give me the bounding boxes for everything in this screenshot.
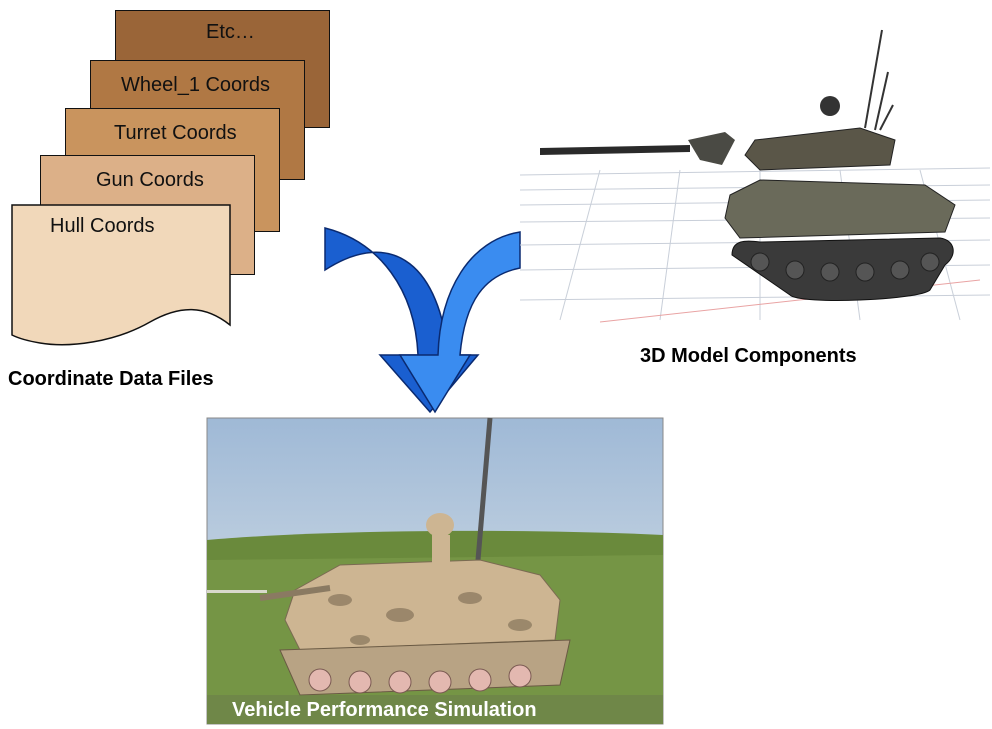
simulation-caption: Vehicle Performance Simulation (232, 699, 537, 721)
files-caption: Coordinate Data Files (8, 368, 214, 390)
file-etc-label: Etc… (206, 21, 255, 43)
file-gun-label: Gun Coords (96, 169, 204, 191)
file-hull-label: Hull Coords (50, 215, 155, 237)
file-turret-label: Turret Coords (114, 122, 237, 144)
model-caption: 3D Model Components (640, 345, 857, 367)
file-wheel-1-label: Wheel_1 Coords (121, 74, 270, 96)
right-curved-arrow (398, 231, 521, 414)
